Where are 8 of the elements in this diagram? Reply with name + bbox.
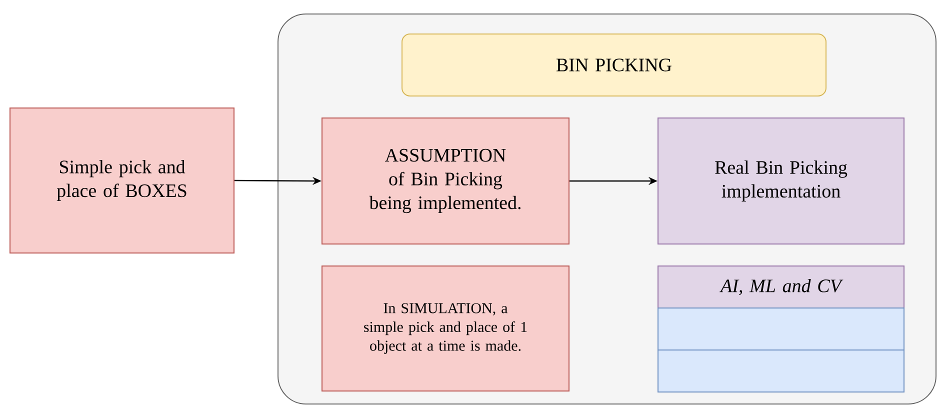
process-box: Real Bin Picking implementation — [658, 118, 904, 244]
title-box: BIN PICKING — [402, 34, 826, 96]
process-box: ASSUMPTION of Bin Picking being implemented. — [322, 118, 570, 244]
list-row: AI, ML and CV — [658, 266, 904, 308]
list-row — [658, 350, 904, 392]
process-box: Simple pick and place of BOXES — [10, 108, 234, 254]
list-row — [658, 308, 904, 350]
note-box: In SIMULATION, a simple pick and place of 1 object at a time is made. — [322, 266, 570, 392]
